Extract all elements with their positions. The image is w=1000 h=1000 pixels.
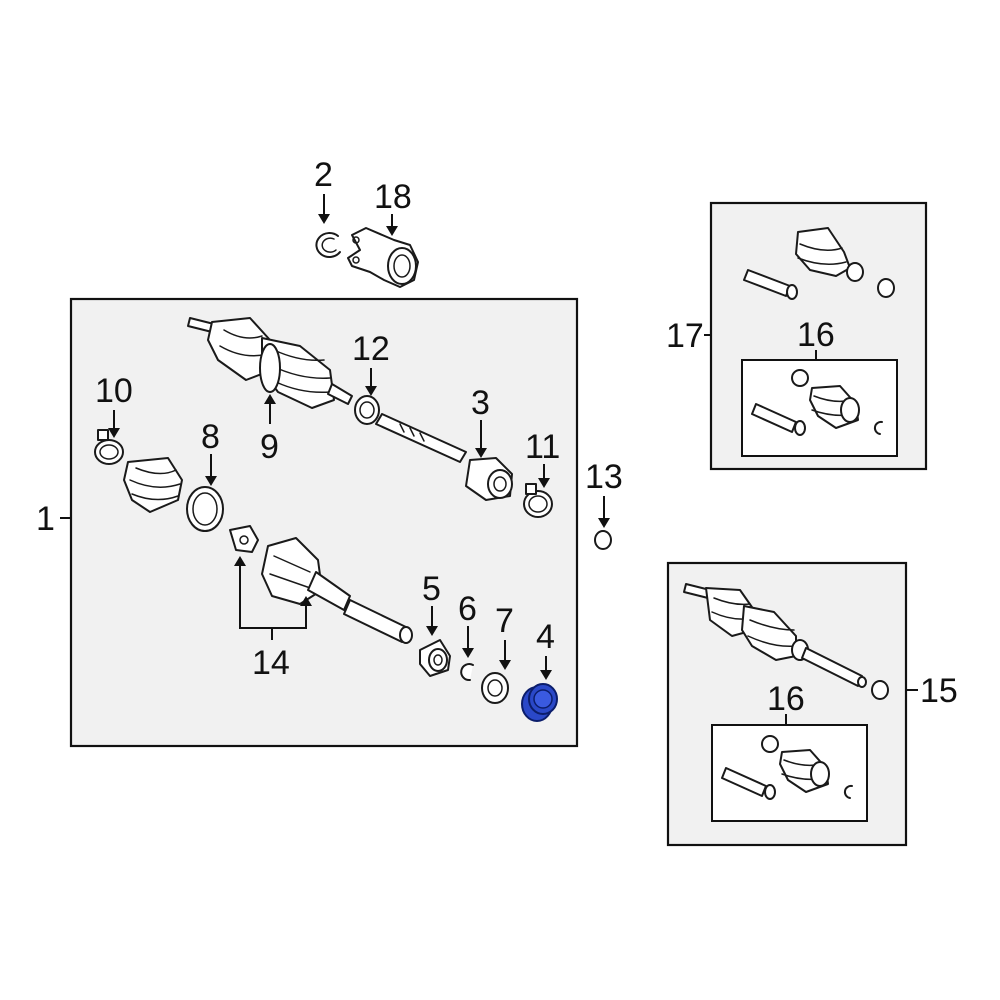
- part-14-inner-joint-housing[interactable]: [261, 537, 413, 644]
- kit-16-boot[interactable]: [809, 385, 860, 429]
- axle-15-clamp[interactable]: [871, 680, 889, 700]
- callout-16-axle-kit: 16: [767, 680, 805, 718]
- outer-boot[interactable]: [123, 457, 183, 513]
- callout-14: 14: [252, 644, 290, 682]
- callout-17: 17: [666, 317, 704, 355]
- callout-1: 1: [36, 500, 55, 538]
- intermediate-shaft[interactable]: [375, 413, 467, 463]
- part-6-snap-ring[interactable]: [460, 663, 474, 682]
- callout-2: 2: [314, 156, 333, 194]
- callout-3: 3: [471, 384, 490, 422]
- axle-kit-16-boot[interactable]: [779, 749, 830, 793]
- callout-8: 8: [201, 418, 220, 456]
- axle-kit-16-grease-tube[interactable]: [721, 767, 776, 800]
- axle-kit-16-clamp[interactable]: [761, 735, 779, 753]
- kit-16-clamp[interactable]: [791, 369, 809, 387]
- callout-4: 4: [536, 618, 555, 656]
- callout-10: 10: [95, 372, 133, 410]
- kit-17-clamp[interactable]: [877, 278, 895, 298]
- kit-17-grease-tube[interactable]: [743, 269, 798, 300]
- part-12-snap-ring[interactable]: [354, 395, 380, 425]
- leader-lines: [60, 194, 918, 725]
- part-4-dust-cover-highlighted[interactable]: [521, 683, 558, 722]
- callout-6: 6: [458, 590, 477, 628]
- kit-17-outer-boot[interactable]: [795, 227, 864, 282]
- callout-16-boot-kit: 16: [797, 316, 835, 354]
- kit-16-grease-tube[interactable]: [751, 403, 806, 436]
- part-9-outer-joint-shaft[interactable]: [187, 317, 353, 409]
- part-3-dynamic-damper[interactable]: [465, 457, 513, 501]
- callout-7: 7: [495, 602, 514, 640]
- part-7-oil-seal[interactable]: [481, 672, 509, 704]
- callout-15: 15: [920, 672, 958, 710]
- callout-12: 12: [352, 330, 390, 368]
- part-11-boot-clamp[interactable]: [523, 483, 553, 518]
- callout-9: 9: [260, 428, 279, 466]
- axle-kit-16-snap-ring[interactable]: [843, 784, 853, 799]
- kit-16-snap-ring[interactable]: [873, 420, 883, 435]
- part-8-boot-clamp[interactable]: [186, 486, 224, 532]
- callout-13: 13: [585, 458, 623, 496]
- callout-18: 18: [374, 178, 412, 216]
- part-10-boot-clamp[interactable]: [94, 429, 124, 465]
- part-13-o-ring[interactable]: [594, 530, 612, 550]
- callout-11: 11: [525, 428, 560, 466]
- axle-15-shaft-assembly[interactable]: [683, 583, 867, 688]
- part-2-snap-ring[interactable]: [315, 232, 341, 259]
- callout-5: 5: [422, 570, 441, 608]
- part-14-tripod-joint[interactable]: [229, 525, 259, 553]
- part-18-bearing-bracket[interactable]: [347, 227, 419, 288]
- part-5-bearing[interactable]: [419, 639, 451, 677]
